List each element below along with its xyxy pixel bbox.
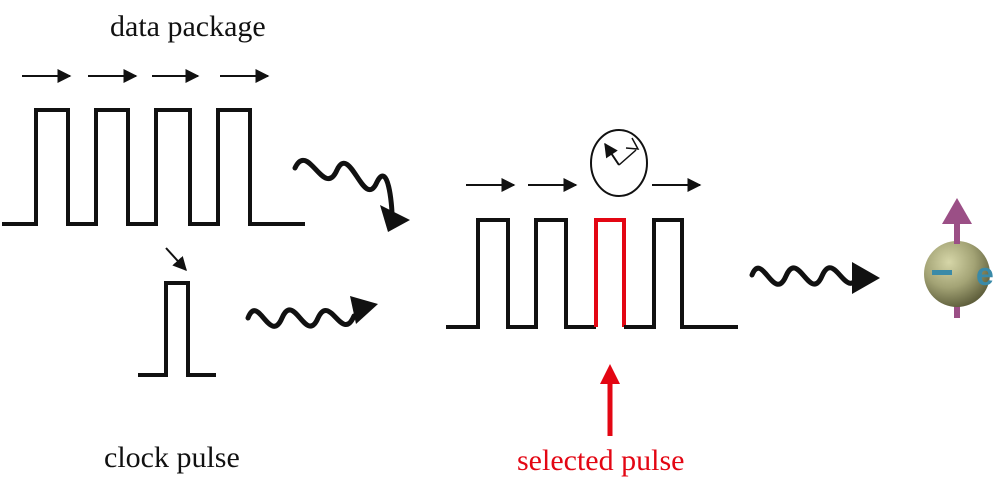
selected-pulse-train-left (446, 218, 596, 329)
clock-pulse-pointer-arrow (165, 247, 187, 272)
electron-sphere (924, 241, 990, 307)
clock-pulse (138, 281, 216, 377)
wave-arrow-lower (245, 307, 357, 329)
data-package-label: data package (110, 10, 266, 43)
wave-arrow-upper (292, 158, 395, 218)
selected-pulse (594, 218, 626, 327)
selected-pulse-label: selected pulse (517, 444, 685, 477)
wave-arrowhead (380, 205, 410, 232)
electron-symbol: e (976, 256, 994, 292)
data-package-pulse-train (2, 108, 305, 226)
clock-pulse-label: clock pulse (104, 441, 240, 474)
spin-arrowhead (942, 198, 972, 224)
wave-arrowhead (852, 262, 880, 294)
wave-arrowhead (350, 296, 378, 324)
spin-axis-top (954, 218, 960, 244)
electron-spin-icon: e (924, 198, 994, 318)
selected-pulse-pointer-head (600, 364, 620, 384)
electron-minus-sign (932, 270, 952, 275)
wave-arrow-right (749, 265, 861, 287)
selected-pulse-train-right (624, 218, 738, 329)
clock-icon (590, 129, 648, 197)
spin-axis-bottom (954, 300, 960, 318)
